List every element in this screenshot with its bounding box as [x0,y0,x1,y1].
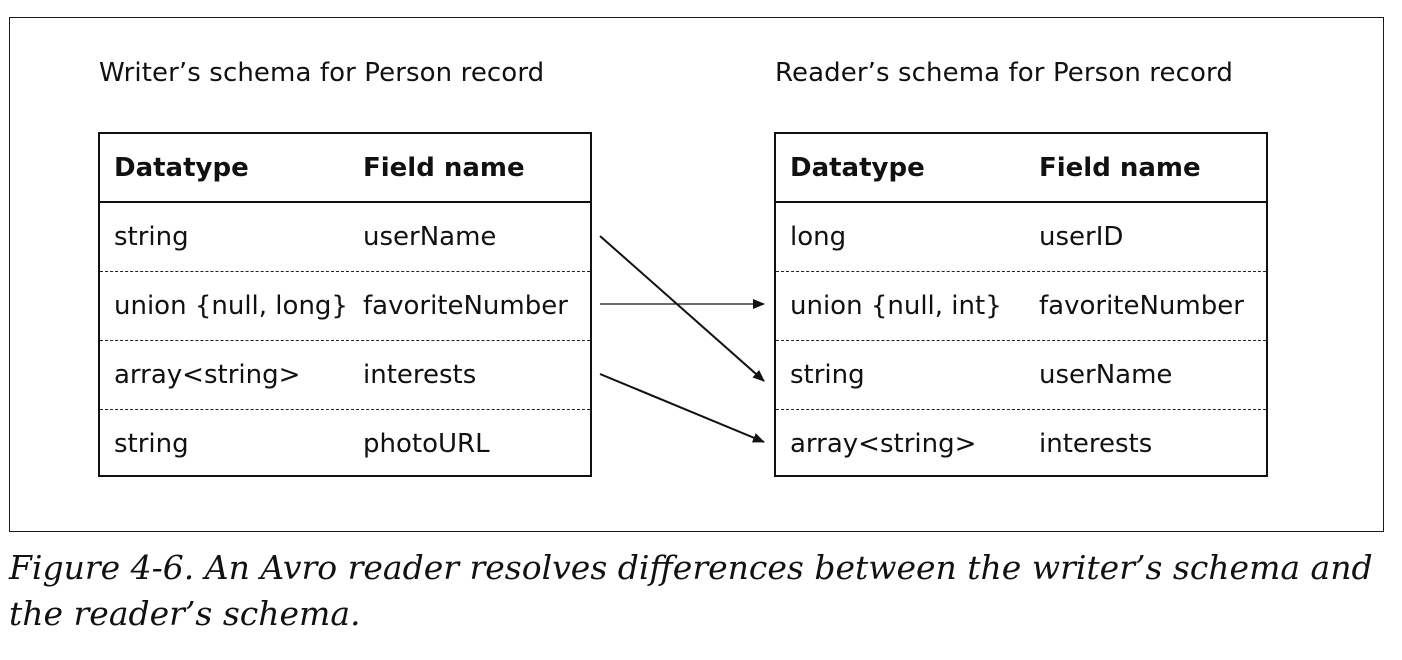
writer-schema-table: Datatype Field name string userName unio… [98,132,592,477]
reader-row-username: string userName [776,341,1266,410]
writer-row-photourl: string photoURL [100,410,590,479]
reader-row-field: interests [1039,429,1153,459]
reader-row-type: union {null, int} [790,291,1002,321]
figure-caption: Figure 4-6. An Avro reader resolves diff… [9,548,1373,633]
writer-row-field: interests [363,360,477,390]
writer-row-type: string [114,222,189,252]
reader-schema-table: Datatype Field name long userID union {n… [774,132,1268,477]
reader-row-field: favoriteNumber [1039,291,1244,321]
writer-row-type: array<string> [114,360,301,390]
reader-row-type: array<string> [790,429,977,459]
writer-header-field-name: Field name [363,153,525,183]
reader-row-field: userName [1039,360,1173,390]
reader-row-interests: array<string> interests [776,410,1266,479]
reader-row-type: long [790,222,847,252]
writer-row-field: favoriteNumber [363,291,568,321]
reader-row-field: userID [1039,222,1124,252]
writer-row-favoritenumber: union {null, long} favoriteNumber [100,272,590,341]
writer-header-datatype: Datatype [114,153,249,183]
writer-row-interests: array<string> interests [100,341,590,410]
reader-row-userid: long userID [776,203,1266,272]
writer-row-type: string [114,429,189,459]
reader-header-field-name: Field name [1039,153,1201,183]
writer-row-field: userName [363,222,497,252]
writer-row-field: photoURL [363,429,490,459]
writer-row-username: string userName [100,203,590,272]
reader-row-type: string [790,360,865,390]
writer-row-type: union {null, long} [114,291,348,321]
reader-header-row: Datatype Field name [776,134,1266,203]
diagram-frame [9,17,1384,532]
writer-schema-title: Writer’s schema for Person record [99,58,545,88]
reader-schema-title: Reader’s schema for Person record [775,58,1233,88]
reader-row-favoritenumber: union {null, int} favoriteNumber [776,272,1266,341]
writer-header-row: Datatype Field name [100,134,590,203]
reader-header-datatype: Datatype [790,153,925,183]
